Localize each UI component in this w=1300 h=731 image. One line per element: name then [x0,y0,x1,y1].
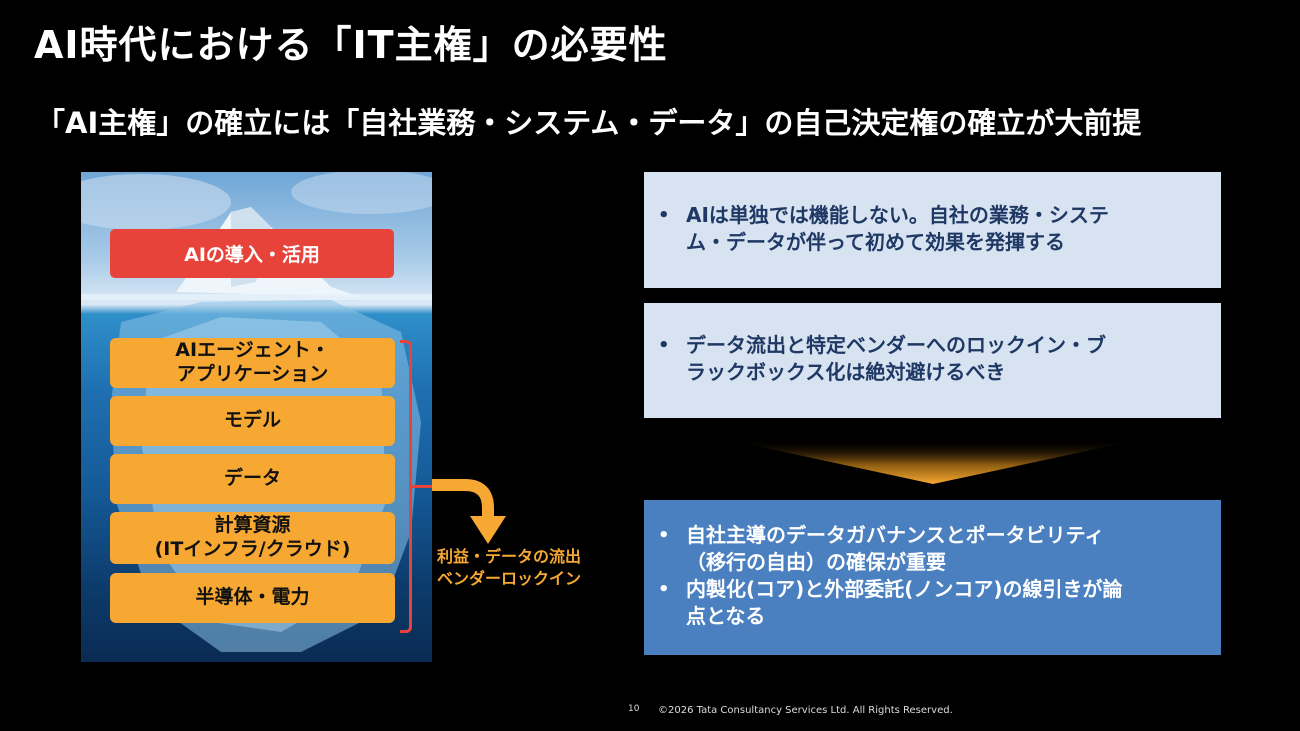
point-box-2-line2: ラックボックス化は絶対避けるべき [686,360,1006,384]
point-box-2-line1: データ流出と特定ベンダーへのロックイン・ブ [686,333,1106,357]
point-box-1-line1: AIは単独では機能しない。自社の業務・システ [686,203,1109,227]
point-box-3-bullet-1: • 自社主導のデータガバナンスとポータビリティ （移行の自由）の確保が重要 [658,522,1201,576]
arrow-caption: 利益・データの流出 ベンダーロックイン [437,546,581,589]
layer-model-label: モデル [223,409,281,432]
layer-compute: 計算資源 (ITインフラ/クラウド) [110,512,395,564]
point-box-3-b1-line1: 自社主導のデータガバナンスとポータビリティ [686,523,1105,547]
point-box-2: • データ流出と特定ベンダーへのロックイン・ブ ラックボックス化は絶対避けるべき [644,303,1221,418]
arrow-caption-line1: 利益・データの流出 [437,547,582,566]
bullet-icon: • [658,579,670,600]
ai-adoption-box: AIの導入・活用 [110,229,394,278]
point-box-1-bullet: • AIは単独では機能しない。自社の業務・システ ム・データが伴って初めて効果を… [658,202,1201,256]
layer-ai-agent: AIエージェント・ アプリケーション [110,338,395,388]
point-box-3-bullet-2: • 内製化(コア)と外部委託(ノンコア)の線引きが論 点となる [658,576,1201,630]
point-box-3-b2-line2: 点となる [686,604,766,628]
point-box-3-b1-line2: （移行の自由）の確保が重要 [686,550,946,574]
slide-title: AI時代における「IT主権」の必要性 [34,23,668,67]
curved-arrow-icon [432,479,506,544]
bullet-icon: • [658,525,670,546]
point-box-3-b2-line1: 内製化(コア)と外部委託(ノンコア)の線引きが論 [686,577,1123,601]
layer-compute-line1: 計算資源 [214,514,291,537]
layer-compute-line2: (ITインフラ/クラウド) [154,538,351,560]
layer-ai-agent-line2: アプリケーション [176,363,329,385]
page-number: 10 [628,704,640,714]
point-box-3: • 自社主導のデータガバナンスとポータビリティ （移行の自由）の確保が重要 • … [644,500,1221,655]
bullet-icon: • [658,335,670,356]
layer-model: モデル [110,396,395,446]
layer-semiconductor-label: 半導体・電力 [195,586,310,609]
layer-semiconductor: 半導体・電力 [110,573,395,623]
layer-data: データ [110,454,395,504]
slide-subtitle: 「AI主権」の確立には「自社業務・システム・データ」の自己決定権の確立が大前提 [36,106,1142,140]
bracket-tick [411,485,433,488]
bullet-icon: • [658,205,670,226]
layers-bracket [400,340,412,633]
point-box-1: • AIは単独では機能しない。自社の業務・システ ム・データが伴って初めて効果を… [644,172,1221,288]
down-chevron-icon [728,440,1138,484]
point-box-2-bullet: • データ流出と特定ベンダーへのロックイン・ブ ラックボックス化は絶対避けるべき [658,332,1201,386]
arrow-caption-line2: ベンダーロックイン [437,568,582,588]
layer-ai-agent-line1: AIエージェント・ [175,339,330,362]
copyright-text: ©2026 Tata Consultancy Services Ltd. All… [658,705,953,716]
layer-data-label: データ [223,467,281,490]
point-box-1-line2: ム・データが伴って初めて効果を発揮する [686,230,1065,254]
